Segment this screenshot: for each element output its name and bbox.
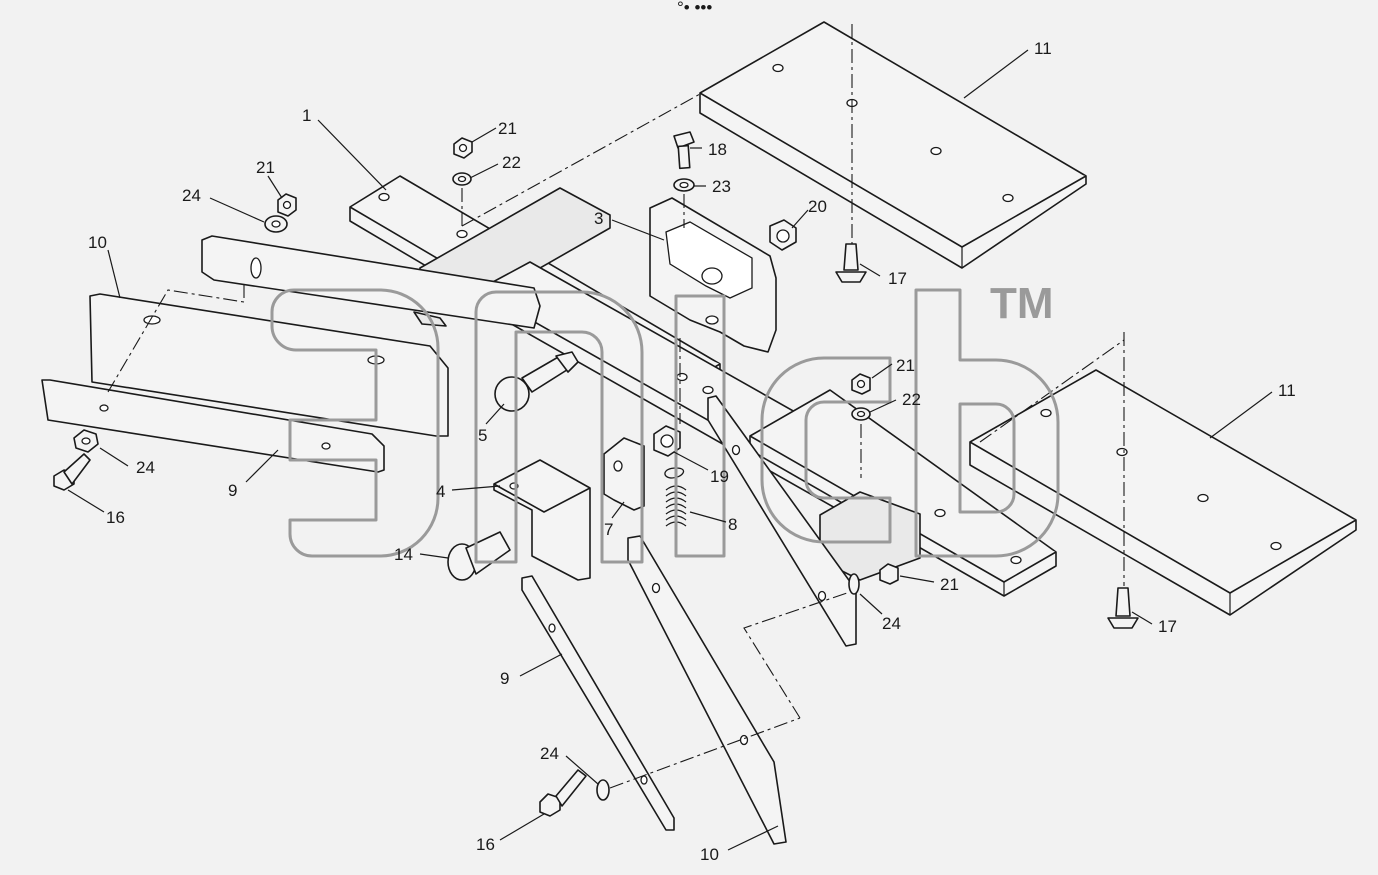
callout-21-right: 21 (940, 575, 959, 594)
part-9-plate-left (41, 379, 385, 473)
callout-17-upper: 17 (888, 269, 907, 288)
callout-10-bottom: 10 (700, 845, 719, 864)
part-16-bolt-left (53, 453, 91, 491)
part-24-washer-right (848, 573, 860, 595)
callout-24-right: 24 (882, 614, 901, 633)
callout-24-left-bottom: 24 (136, 458, 155, 477)
callout-3: 3 (594, 209, 603, 228)
callout-20: 20 (808, 197, 827, 216)
callout-7: 7 (604, 520, 613, 539)
part-21-nut-top (453, 137, 473, 159)
callout-11-lower: 11 (1278, 381, 1296, 400)
callout-1: 1 (302, 106, 311, 125)
callout-22-mid: 22 (902, 390, 921, 409)
part-4-block (493, 459, 591, 581)
part-21-nut-right (879, 563, 899, 585)
callout-8: 8 (728, 515, 737, 534)
callout-21-top: 21 (498, 119, 517, 138)
callout-11-upper: 11 (1034, 39, 1052, 58)
part-9-plate-bottom (521, 575, 675, 831)
part-11-upper-block (699, 21, 1087, 269)
part-22-washer-mid (851, 407, 871, 421)
part-18-bolt (673, 131, 695, 170)
part-21-nut-left (277, 193, 297, 217)
part-19-nut (653, 425, 681, 457)
callout-17-lower: 17 (1158, 617, 1177, 636)
callout-10-left: 10 (88, 233, 107, 252)
callout-18: 18 (708, 140, 727, 159)
part-11-lower-block (969, 369, 1357, 616)
callout-21-left: 21 (256, 158, 275, 177)
part-10-plate-right (707, 395, 857, 647)
part-14-bolt (447, 531, 511, 581)
part-24-washer-left-top (264, 215, 288, 233)
part-21-nut-mid (851, 373, 871, 395)
callout-4: 4 (436, 482, 445, 501)
callout-9-left: 9 (228, 481, 237, 500)
leader-lines (67, 49, 1273, 851)
part-3-bracket (649, 197, 777, 353)
callout-16-left: 16 (106, 508, 125, 527)
part-24-washer-bottom (596, 779, 610, 801)
callout-16-bottom: 16 (476, 835, 495, 854)
callout-22-top: 22 (502, 153, 521, 172)
callout-labels: 1 21 22 18 23 20 3 11 11 17 17 21 24 10 … (88, 39, 1296, 864)
part-24-washer-left-bottom (73, 429, 99, 453)
callout-23: 23 (712, 177, 731, 196)
part-10-plate-bottom (627, 535, 787, 845)
part-17-screw-lower (1107, 587, 1139, 629)
top-marker: °• ••• (677, 0, 712, 17)
part-20-nut (769, 219, 797, 251)
part-22-washer-top (452, 172, 472, 186)
watermark-logo: TM (270, 279, 1060, 564)
callout-9-bottom: 9 (500, 669, 509, 688)
callout-24-bottom: 24 (540, 744, 559, 763)
part-10-plate-left (89, 293, 449, 437)
trademark-symbol: TM (990, 279, 1054, 328)
callout-5: 5 (478, 426, 487, 445)
part-7-bracket (603, 437, 645, 511)
part-5-pin (494, 351, 579, 412)
part-16-bolt-bottom (539, 769, 587, 817)
callout-19: 19 (710, 467, 729, 486)
assembly-axis-lines (107, 24, 1125, 789)
callout-14: 14 (394, 545, 413, 564)
part-23-washer (673, 178, 695, 192)
callout-24-left-top: 24 (182, 186, 201, 205)
part-17-screw-upper (835, 243, 867, 283)
part-10-upper-plate-left (201, 235, 541, 329)
callout-21-mid: 21 (896, 356, 915, 375)
